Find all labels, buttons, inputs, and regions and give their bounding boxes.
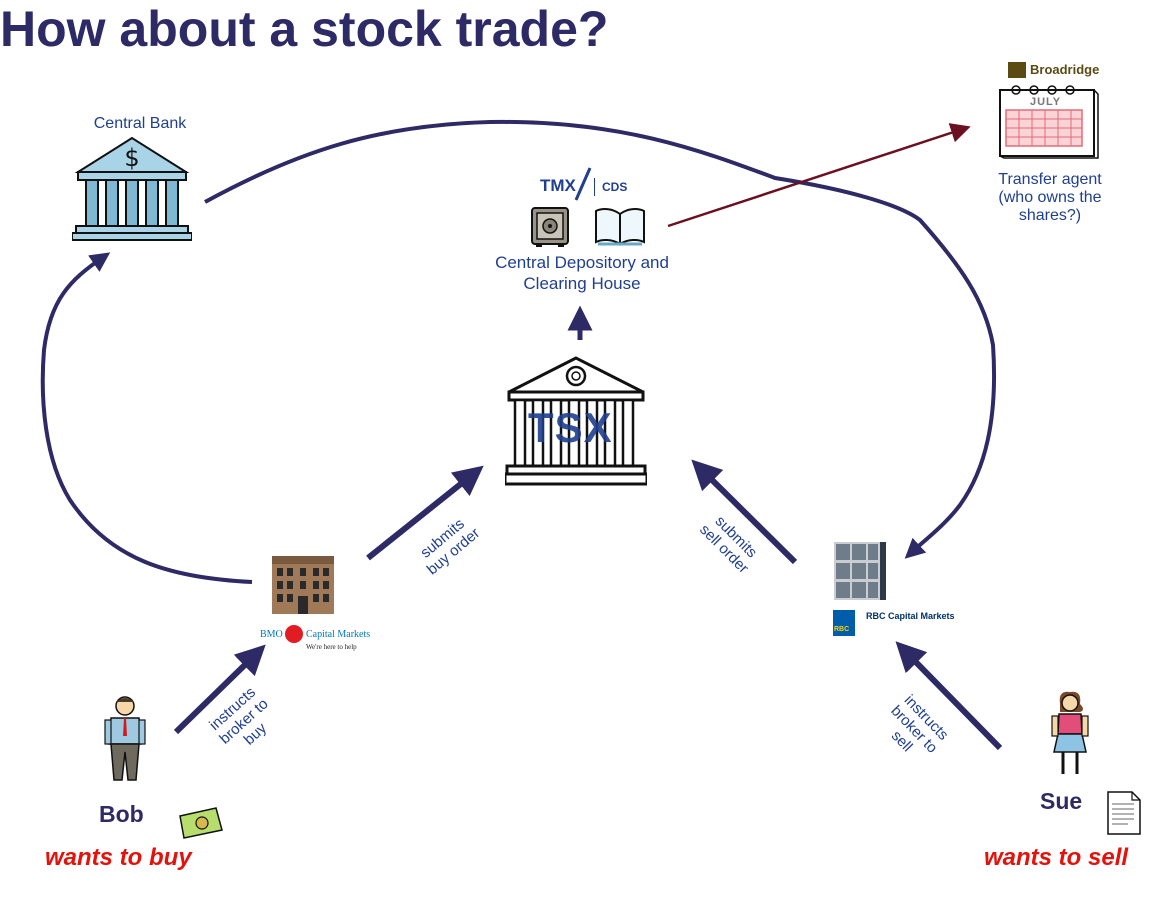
cds-label-line2: Clearing House — [523, 274, 641, 293]
calendar-icon — [999, 85, 1099, 159]
svg-text:$: $ — [124, 144, 139, 172]
payment-loop-top — [204, 119, 997, 559]
rbc-office-building-icon — [834, 542, 886, 600]
bmo-capital-markets-text: Capital Markets — [306, 629, 371, 640]
page-title: How about a stock trade? — [0, 1, 609, 57]
bob-want: wants to buy — [45, 844, 192, 871]
arrow-sell-order — [691, 459, 798, 565]
cds-logo-text: CDS — [602, 180, 628, 194]
broadridge-mark-icon — [1008, 62, 1026, 78]
rbc-logo-text: RBC — [834, 626, 850, 633]
payment-loop-left — [40, 252, 253, 584]
bob-person-icon — [104, 696, 146, 781]
transfer-agent-label-line2: (who owns the — [998, 189, 1102, 206]
bmo-office-building-icon — [272, 556, 334, 614]
cash-money-icon — [179, 807, 223, 839]
transfer-agent-label-line3: shares?) — [1018, 207, 1082, 224]
bmo-roundel-icon — [285, 625, 303, 643]
bmo-logo-text: BMO — [260, 629, 283, 640]
ledger-book-icon — [595, 208, 645, 246]
transfer-agent-label-line1: Transfer agent — [998, 171, 1102, 188]
central-bank-label: Central Bank — [93, 115, 187, 132]
tmx-logo-text: TMX — [540, 176, 576, 195]
cds-label-line1: Central Depository and — [495, 253, 669, 272]
arrow-sue-to-broker — [895, 641, 1003, 751]
sue-want: wants to sell — [984, 844, 1129, 871]
central-bank-icon: $ — [72, 136, 192, 241]
arrow-cds-to-transfer-agent — [667, 123, 971, 228]
calendar-month: JULY — [1030, 96, 1062, 108]
tmx-divider — [594, 178, 595, 196]
sue-name: Sue — [1040, 788, 1083, 814]
rbc-shield-icon — [833, 610, 855, 636]
exchange-building-icon — [505, 356, 647, 486]
vault-icon — [531, 207, 569, 247]
tsx-logo-text: TSX — [528, 404, 613, 451]
bmo-tagline: We're here to help — [306, 643, 357, 651]
arrow-bob-to-broker — [173, 644, 266, 735]
rbc-capital-markets-text: RBC Capital Markets — [866, 611, 955, 621]
broadridge-logo-text: Broadridge — [1030, 62, 1100, 77]
share-certificate-document-icon — [1107, 791, 1141, 835]
tmx-x-icon — [574, 167, 592, 201]
sue-person-icon — [1051, 691, 1089, 774]
arrow-buy-order — [366, 465, 484, 561]
bob-name: Bob — [99, 801, 144, 827]
